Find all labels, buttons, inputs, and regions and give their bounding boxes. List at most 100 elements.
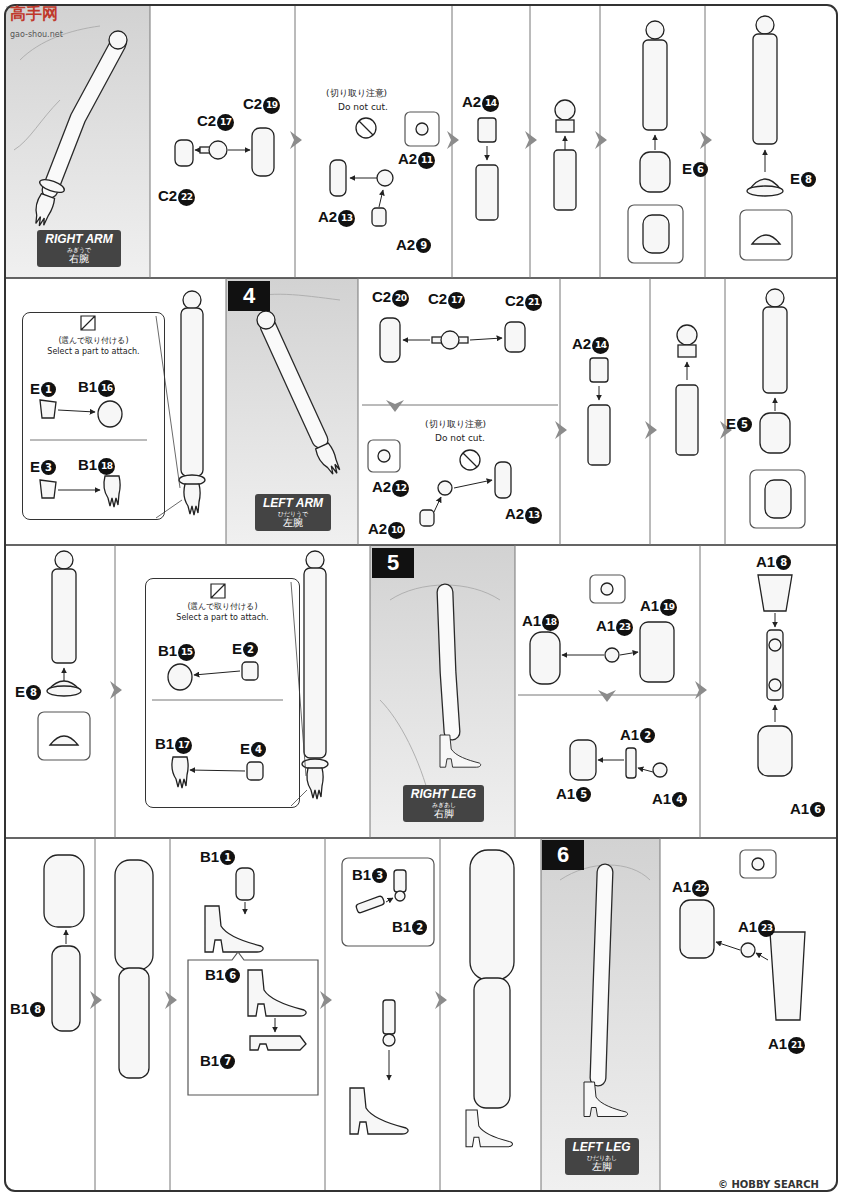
part-code: A2 (572, 335, 591, 352)
part-code: A1 (556, 785, 575, 802)
part-code: C2 (505, 292, 524, 309)
caption-japanese: 左腕 (263, 517, 323, 528)
part-label: C220 (372, 288, 409, 307)
part-code: C2 (372, 288, 391, 305)
select-box: (選んで取り付ける)Select a part to attach. (145, 578, 300, 808)
part-label: C222 (158, 187, 195, 206)
callout-number: 18 (98, 458, 115, 475)
callout-number: 17 (448, 292, 465, 309)
part-code: C2 (197, 112, 216, 129)
furigana: みぎあし (411, 801, 476, 808)
caution-note: Do not cut. (435, 433, 485, 443)
part-code: A1 (620, 726, 639, 743)
part-code: A2 (368, 520, 387, 537)
part-label: C221 (505, 292, 542, 311)
part-code: A1 (790, 800, 809, 817)
part-code: B1 (158, 642, 177, 659)
part-label: B11 (200, 848, 235, 865)
step-number-text: 6 (542, 840, 584, 870)
select-box: (選んで取り付ける)Select a part to attach. (22, 312, 165, 520)
callout-number: 21 (525, 294, 542, 311)
part-label: B13 (352, 866, 387, 883)
part-label: A12 (620, 726, 655, 743)
furigana: ひだりあし (573, 1154, 631, 1161)
part-label: gao-shou.net (10, 23, 63, 43)
part-label: B116 (78, 378, 115, 397)
callout-number: 22 (692, 880, 709, 897)
watermark: gao-shou.net (10, 30, 63, 39)
part-label: A213 (505, 505, 542, 524)
part-code: E (240, 740, 250, 757)
part-label: 高手网 (10, 4, 58, 25)
part-label: E2 (232, 640, 258, 657)
furigana: みぎうで (45, 246, 113, 253)
callout-number: 2 (640, 728, 655, 743)
part-label: B12 (392, 918, 427, 935)
callout-number: 2 (243, 642, 258, 657)
part-caption: LEFT LEGひだりあし左脚 (565, 1138, 639, 1175)
part-label: C219 (243, 95, 280, 114)
part-label: C217 (428, 290, 465, 309)
part-code: E (30, 458, 40, 475)
part-label: A214 (462, 93, 499, 112)
caption-english: RIGHT ARM (45, 232, 113, 246)
part-label: B115 (158, 642, 195, 661)
callout-number: 13 (338, 210, 355, 227)
part-label: B118 (78, 456, 115, 475)
part-code: C2 (158, 187, 177, 204)
part-code: B1 (205, 966, 224, 983)
caption-english: RIGHT LEG (411, 787, 476, 801)
furigana: ひだりうで (263, 510, 323, 517)
part-code: B1 (10, 1000, 29, 1017)
part-code: A2 (398, 150, 417, 167)
part-label: A123 (596, 617, 633, 636)
part-label: C217 (197, 112, 234, 131)
callout-number: 11 (418, 152, 435, 169)
caution-note: (切り取り注意) (326, 88, 387, 98)
part-code: B1 (392, 918, 411, 935)
callout-number: 1 (220, 850, 235, 865)
part-code: A1 (672, 878, 691, 895)
part-code: A1 (738, 918, 757, 935)
step-number-text: 4 (228, 281, 270, 311)
callout-number: 22 (178, 189, 195, 206)
part-caption: LEFT ARMひだりうで左腕 (255, 494, 331, 531)
callout-number: 1 (41, 382, 56, 397)
part-code: C2 (243, 95, 262, 112)
part-code: E (682, 160, 692, 177)
caption-japanese: 左脚 (573, 1161, 631, 1172)
callout-number: 12 (392, 480, 409, 497)
part-label: E4 (240, 740, 266, 757)
part-label: A212 (372, 478, 409, 497)
part-label: E8 (790, 170, 816, 187)
callout-number: 3 (41, 460, 56, 475)
part-code: B1 (78, 456, 97, 473)
part-code: A1 (768, 1035, 787, 1052)
callout-number: 21 (788, 1037, 805, 1054)
caption-english: LEFT LEG (573, 1140, 631, 1154)
callout-number: 4 (672, 792, 687, 807)
part-code: E (790, 170, 800, 187)
part-code: B1 (352, 866, 371, 883)
part-label: E8 (15, 683, 41, 700)
part-code: A2 (396, 236, 415, 253)
callout-number: 7 (220, 1054, 235, 1069)
callout-number: 4 (251, 742, 266, 757)
part-caption: RIGHT ARMみぎうで右腕 (37, 230, 121, 267)
step-number: 6 (542, 840, 584, 870)
part-label: B18 (10, 1000, 45, 1017)
callout-number: 6 (693, 162, 708, 177)
part-label: E1 (30, 380, 56, 397)
callout-number: 9 (416, 238, 431, 253)
callout-number: 6 (225, 968, 240, 983)
caution-note: Do not cut. (338, 102, 388, 112)
part-label: A16 (790, 800, 825, 817)
callout-number: 16 (98, 380, 115, 397)
instruction-english: Select a part to attach. (146, 612, 299, 623)
part-label: A118 (522, 612, 559, 631)
part-label: E6 (682, 160, 708, 177)
step-number-text: 5 (372, 548, 414, 578)
part-code: A1 (596, 617, 615, 634)
part-label: A210 (368, 520, 405, 539)
caption-japanese: 右腕 (45, 253, 113, 264)
